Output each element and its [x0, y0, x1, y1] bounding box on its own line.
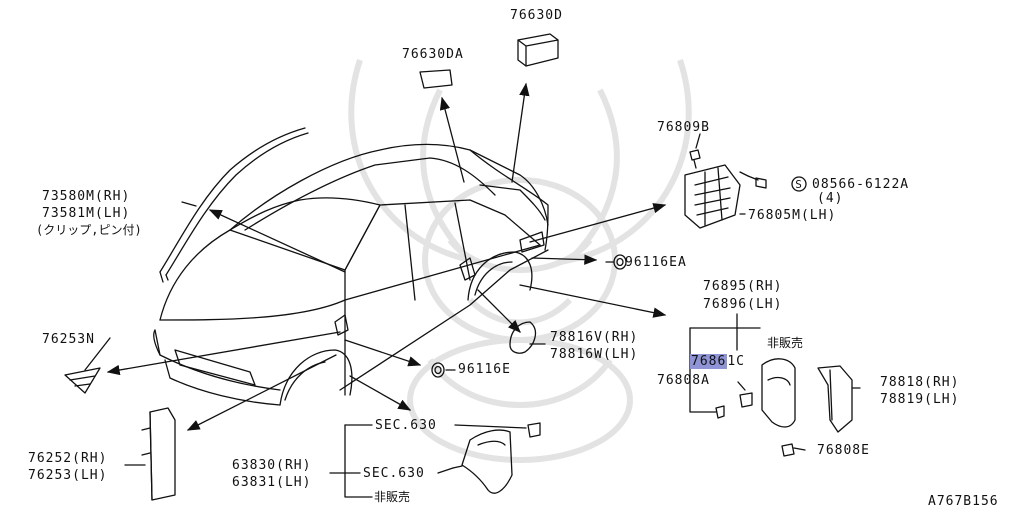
callout-08566-qty: (4) — [817, 191, 844, 206]
part-drip-molding — [159, 127, 309, 283]
leader-arrows — [106, 82, 667, 431]
callout-76630D: 76630D — [510, 8, 563, 23]
part-76630DA — [419, 69, 453, 89]
callout-73580-note: (クリップ,ピン付) — [36, 223, 142, 237]
leader-lines — [84, 133, 861, 498]
callout-76861C-highlight: 7686 — [690, 354, 728, 369]
callout-76896-LH: 76896(LH) — [703, 297, 783, 312]
callout-78816V-RH: 78816V(RH) — [550, 330, 639, 345]
callout-78819-LH: 78819(LH) — [880, 392, 960, 407]
callout-96116EA: 96116EA — [625, 255, 687, 270]
part-76252 — [141, 407, 176, 501]
callout-78818-RH: 78818(RH) — [880, 375, 960, 390]
callout-76253N: 76253N — [42, 332, 95, 347]
callout-not-sold-rear: 非販売 — [767, 336, 804, 350]
callout-73581M-LH: 73581M(LH) — [42, 206, 131, 221]
callout-08566-symbol: S — [795, 178, 803, 191]
callout-08566-6122A: 08566-6122A — [812, 177, 910, 192]
callout-sec630-mid: SEC.630 — [363, 466, 425, 481]
part-76253N — [64, 367, 101, 394]
part-76809B — [689, 149, 701, 169]
callout-76861C-rest: 1C — [727, 354, 745, 369]
part-76861C-mudflap — [715, 358, 796, 428]
callout-76630DA: 76630DA — [402, 47, 464, 62]
part-76805M — [684, 164, 741, 229]
callout-76805M-LH: 76805M(LH) — [748, 208, 837, 223]
callout-78816W-LH: 78816W(LH) — [550, 347, 639, 362]
part-78818 — [817, 365, 853, 433]
callout-63831-LH: 63831(LH) — [232, 475, 312, 490]
part-76630D — [517, 33, 559, 67]
callout-76253-LH: 76253(LH) — [28, 468, 108, 483]
callout-76861C: 76861C — [690, 354, 745, 369]
part-96116E — [431, 362, 445, 378]
callout-76895-RH: 76895(RH) — [703, 279, 783, 294]
part-08566-screw — [747, 175, 807, 192]
callout-76252-RH: 76252(RH) — [28, 451, 108, 466]
part-63830-mudflap — [452, 422, 541, 494]
callout-sec630-top: SEC.630 — [375, 418, 437, 433]
callout-63830-RH: 63830(RH) — [232, 458, 312, 473]
callout-73580M-RH: 73580M(RH) — [42, 189, 131, 204]
callout-not-sold-front: 非販売 — [374, 490, 411, 504]
diagram-id: A767B156 — [928, 494, 999, 509]
callout-76809B: 76809B — [657, 120, 710, 135]
part-76808E — [781, 443, 795, 457]
callout-76808A: 76808A — [657, 373, 710, 388]
car-illustration — [153, 143, 549, 406]
callout-76808E: 76808E — [817, 443, 870, 458]
callout-96116E: 96116E — [458, 362, 511, 377]
